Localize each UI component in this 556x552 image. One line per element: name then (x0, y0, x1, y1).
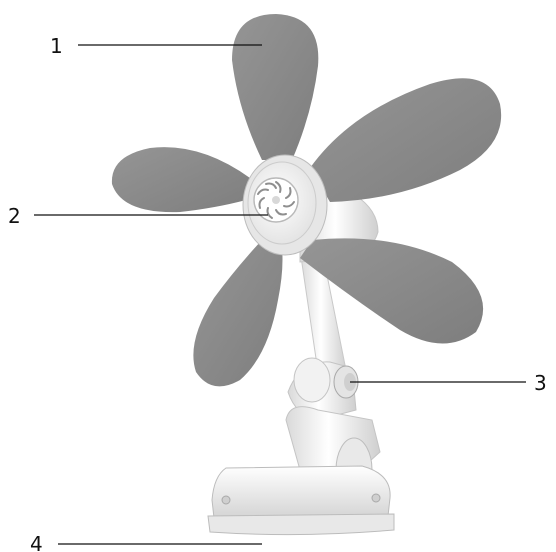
blade-right-lower (300, 238, 484, 344)
clip-base (207, 406, 395, 536)
callout-3-label: 3 (534, 371, 547, 395)
callout-1: 1 (50, 34, 262, 58)
blade-left-upper (111, 147, 251, 213)
hub-grille (242, 154, 328, 256)
blade-top (232, 14, 319, 160)
callout-2-label: 2 (8, 204, 21, 228)
callout-4-label: 4 (30, 532, 43, 552)
callout-2: 2 (8, 204, 268, 228)
blade-left-lower (193, 240, 283, 387)
callout-1-label: 1 (50, 34, 63, 58)
blade-right-upper (310, 78, 502, 202)
fan-stand (287, 249, 357, 421)
callout-3: 3 (350, 371, 547, 395)
callout-4: 4 (30, 532, 262, 552)
fan-blades (111, 14, 502, 387)
